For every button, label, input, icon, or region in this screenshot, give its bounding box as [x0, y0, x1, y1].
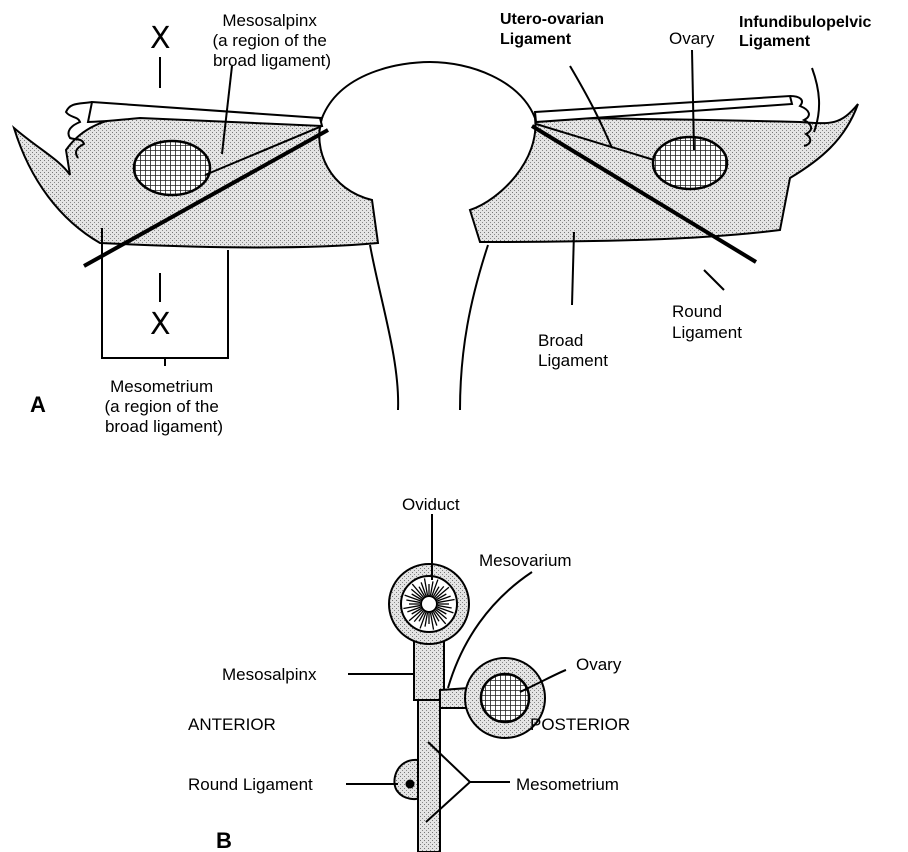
- oviduct-right: [535, 96, 792, 122]
- round-ligament-knob: [394, 760, 418, 799]
- broad-ligament-label: Broad Ligament: [538, 331, 608, 370]
- panel-a: X X Mesosalpinx (a region of the broad l…: [14, 11, 876, 436]
- anterior-label: ANTERIOR: [188, 715, 276, 734]
- utero-ovarian-label: Utero-ovarian Ligament: [500, 11, 608, 48]
- ovary-right: [653, 137, 727, 189]
- posterior-label: POSTERIOR: [530, 715, 630, 734]
- mesovarium-label: Mesovarium: [479, 551, 572, 570]
- uterus-fundus: [322, 62, 535, 118]
- panel-a-label: A: [30, 392, 46, 417]
- round-ligament-label-b: Round Ligament: [188, 775, 313, 794]
- ovary-b: [481, 674, 529, 722]
- ovary-left: [134, 141, 210, 195]
- mesosalpinx-label: Mesosalpinx (a region of the broad ligam…: [212, 11, 331, 70]
- uterus-body-right: [460, 245, 488, 410]
- oviduct-lumen: [421, 596, 437, 612]
- mesometrium-label-a: Mesometrium (a region of the broad ligam…: [104, 377, 223, 436]
- x-marker-bottom: X: [150, 307, 171, 342]
- ovary-label-a: Ovary: [669, 29, 715, 48]
- round-ligament-label-a: Round Ligament: [672, 302, 742, 342]
- panel-b-label: B: [216, 828, 232, 852]
- infundibulopelvic-label: Infundibulopelvic Ligament: [739, 14, 876, 50]
- mesosalpinx-label-b: Mesosalpinx: [222, 665, 317, 684]
- x-marker-top: X: [150, 21, 171, 56]
- oviduct-label: Oviduct: [402, 495, 460, 514]
- ovary-label-b: Ovary: [576, 655, 622, 674]
- uterus-body-left: [370, 245, 398, 410]
- mesometrium-label-b: Mesometrium: [516, 775, 619, 794]
- panel-b: Oviduct Mesovarium Mesosalpinx Ovary ANT…: [188, 495, 630, 852]
